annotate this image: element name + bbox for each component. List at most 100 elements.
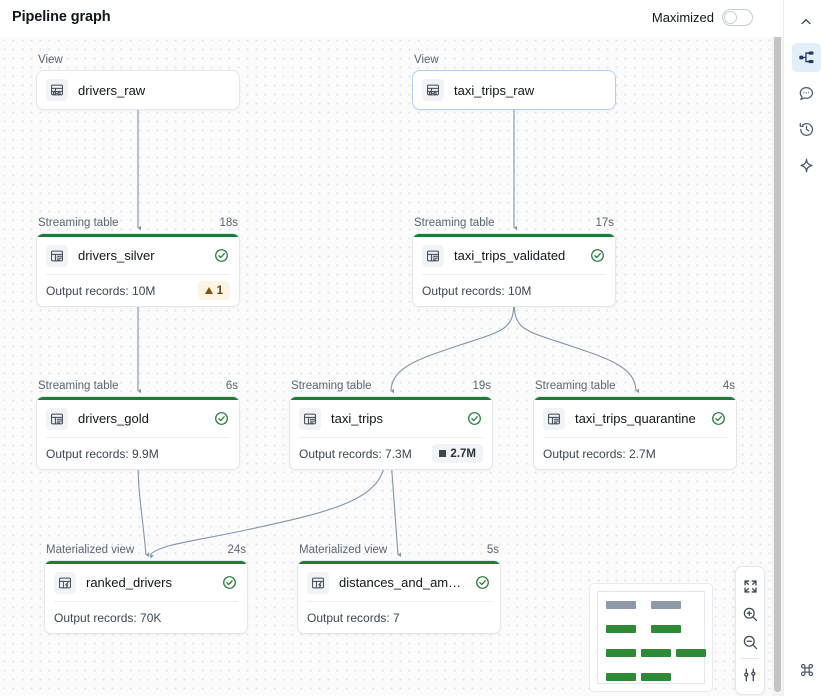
graph-node-drivers_raw[interactable]: View drivers_raw [36,54,240,110]
node-type-label: View [414,54,439,66]
edge-taxi_trips_validated-taxi_trips [390,299,515,391]
minimap-node [606,673,636,681]
minimap-node [641,673,671,681]
node-title: taxi_trips_raw [454,82,535,98]
node-header-row: drivers_gold [37,400,239,437]
streaming-table-icon [543,407,565,430]
history-button[interactable] [792,115,821,144]
status-success-icon [214,411,229,426]
maximized-control: Maximized [652,9,753,26]
edge-drivers_gold-ranked_drivers [137,458,146,555]
minimap-node [676,649,706,657]
node-card[interactable]: drivers_raw [36,70,240,110]
zoom-in-button[interactable] [736,600,764,628]
status-success-icon [467,411,482,426]
zoom-out-button[interactable] [736,628,764,656]
node-type-label: Streaming table [38,217,119,229]
maximized-toggle[interactable] [722,9,753,26]
node-badge-text: 1 [216,284,223,297]
minimap[interactable] [589,583,713,692]
materialized-view-icon [307,571,329,594]
view-table-icon [46,79,68,101]
node-card[interactable]: taxi_trips_raw [412,70,616,110]
graph-node-distances_and_amounts[interactable]: Materialized view 5s distances_and_amounts… [297,544,501,634]
node-card[interactable]: distances_and_amounts_b... Output records… [297,560,501,634]
node-duration: 24s [227,544,246,556]
output-records-label: Output records: 9.9M [46,446,159,461]
node-duration: 5s [486,544,499,556]
node-type-label: Streaming table [38,380,119,392]
node-footer-row: Output records: 2.7M [534,438,736,469]
node-badge[interactable]: 2.7M [432,444,483,463]
node-type-label: Streaming table [535,380,616,392]
graph-node-taxi_trips_raw[interactable]: View taxi_trips_raw [412,54,616,110]
minimap-viewport[interactable] [597,591,706,684]
node-status-bar [37,234,239,237]
minimap-node [606,625,636,633]
node-meta: Streaming table 18s [36,217,240,233]
node-footer-row: Output records: 7 [298,602,500,633]
toggle-knob [724,11,737,24]
node-badge-text: 2.7M [450,447,476,460]
node-header-row: drivers_silver [37,237,239,274]
node-title: taxi_trips_validated [454,248,566,263]
minimap-node [651,601,681,609]
node-type-label: Streaming table [291,380,372,392]
streaming-table-icon [46,407,68,430]
streaming-table-icon [299,407,321,430]
node-duration: 18s [219,217,238,229]
node-footer-row: Output records: 9.9M [37,438,239,469]
node-divider [46,437,230,438]
status-success-icon [222,575,237,590]
node-divider [543,437,727,438]
node-status-bar [534,397,736,400]
maximized-label: Maximized [651,10,714,25]
node-footer-row: Output records: 10M [413,275,615,306]
command-key-icon[interactable] [792,655,821,684]
status-success-icon [711,411,726,426]
vertical-scrollbar-thumb[interactable] [774,2,781,692]
minimap-node [641,649,671,657]
assistant-button[interactable] [792,151,821,180]
collapse-panel-button[interactable] [792,7,821,36]
panel-header: Pipeline graph Maximized [0,0,783,37]
streaming-table-icon [46,244,68,267]
node-divider [54,601,238,602]
node-header-row: drivers_raw [37,71,239,109]
node-title: drivers_silver [78,248,155,263]
node-badge[interactable]: 1 [197,281,230,300]
output-records-label: Output records: 70K [54,610,162,625]
node-footer-row: Output records: 70K [45,602,247,633]
comments-button[interactable] [792,79,821,108]
node-type-label: View [38,54,63,66]
node-title: distances_and_amounts_b... [339,575,465,590]
vertical-scrollbar-track[interactable] [772,0,783,696]
edge-taxi_trips-distances [390,458,398,555]
node-title: ranked_drivers [86,575,172,590]
node-type-label: Materialized view [299,544,388,556]
node-header-row: ranked_drivers [45,564,247,601]
graph-settings-button[interactable] [736,661,764,689]
pipeline-graph-button[interactable] [791,43,821,72]
node-duration: 4s [722,380,735,392]
fit-to-screen-button[interactable] [736,572,764,600]
node-duration: 17s [595,217,614,229]
output-records-label: Output records: 2.7M [543,446,656,461]
